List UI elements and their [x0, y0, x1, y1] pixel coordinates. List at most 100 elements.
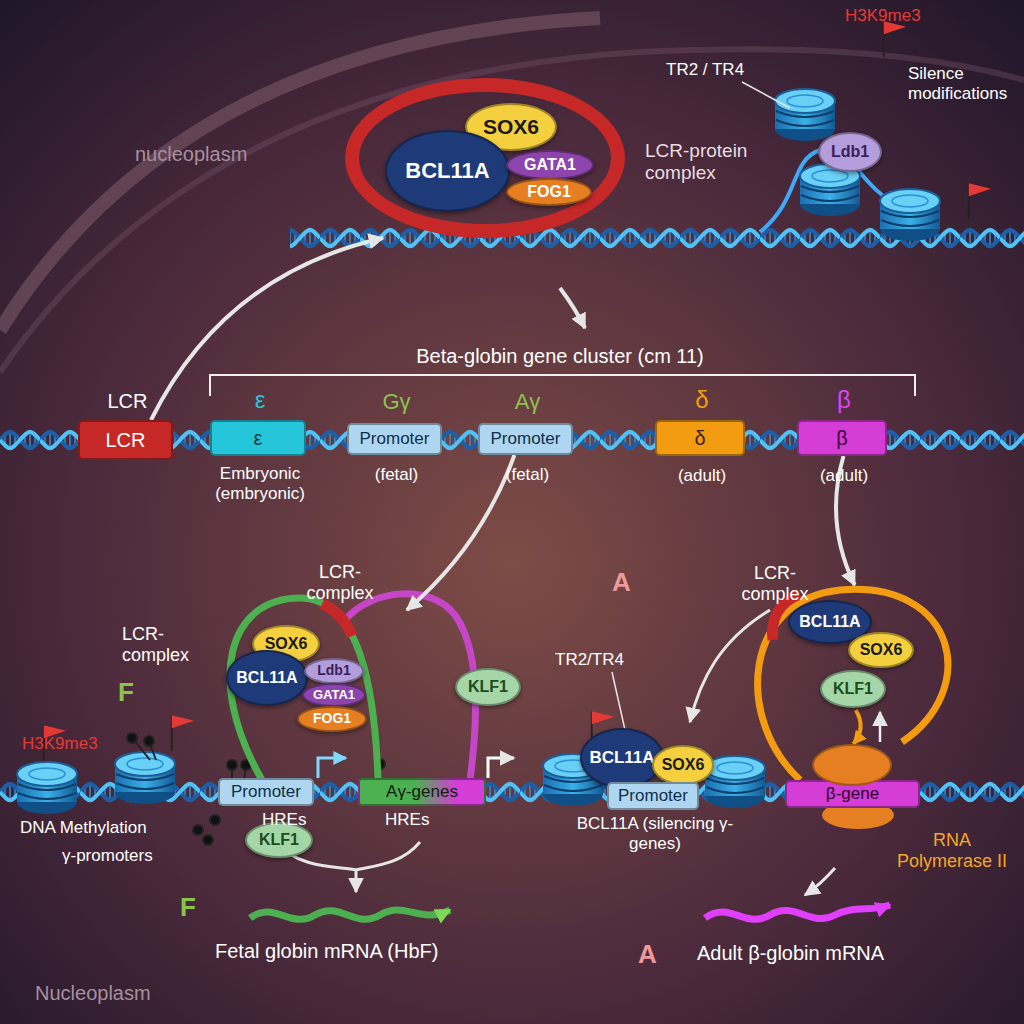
text-label: TR2/TR4 — [555, 650, 645, 670]
node-text: GATA1 — [313, 688, 355, 702]
promoter-box: Promoter — [218, 778, 314, 806]
node-text: Promoter — [231, 783, 301, 802]
flow-connector — [151, 238, 383, 420]
nucleosome — [880, 189, 940, 241]
text-label: TR2 / TR4 — [666, 60, 766, 80]
protein-oval: BCL11A — [226, 650, 308, 706]
text-label: BCL11A (silencing γ-genes) — [575, 814, 735, 853]
text-label: Adult β-globin mRNA — [697, 942, 937, 965]
protein-oval: Ldb1 — [304, 658, 364, 684]
protein-oval: FOG1 — [506, 178, 592, 206]
complex-ring: LCR-protein complexSOX6BCL11AGATA1FOG1LC… — [345, 78, 625, 238]
transcription-start — [318, 758, 346, 778]
node-text: Promoter — [491, 430, 561, 449]
node-text: RNA Polymerase II — [892, 830, 1012, 871]
node-text: δ — [694, 427, 705, 449]
node-text: Embryonic (embryonic) — [192, 464, 328, 503]
text-label: H3K9me3 — [22, 734, 122, 754]
node-text: δ — [657, 386, 747, 414]
flow-connector — [853, 710, 860, 744]
flow-arrow — [560, 288, 585, 328]
text-label: F — [118, 678, 148, 708]
text-label: F — [180, 893, 210, 923]
node-text: Promoter — [618, 787, 688, 806]
node-text: Promoter — [360, 430, 430, 449]
node-text: SOX6 — [483, 115, 539, 138]
node-text: β — [836, 427, 848, 449]
node-text: LCR-protein complex — [645, 140, 775, 184]
promoter-box: AγPromoter(fetal) — [478, 423, 573, 455]
node-text: LCR — [105, 429, 145, 451]
flow-arrow — [879, 712, 882, 742]
text-label: Nucleoplasm — [35, 982, 195, 1005]
nucleosome — [17, 762, 77, 814]
protein-oval: SOX6 — [848, 632, 914, 668]
text-label: DNA Methylation — [20, 818, 170, 838]
text-label: Beta-globin gene cluster (cm 11) — [360, 345, 760, 368]
node-text: BCL11A — [405, 159, 489, 183]
node-text: Ldb1 — [831, 143, 869, 161]
text-label: Fetal globin mRNA (HbF) — [215, 940, 475, 963]
node-text: SOX6 — [662, 756, 705, 774]
flow-arrow — [805, 868, 835, 895]
protein-oval: GATA1 — [302, 683, 366, 707]
protein-oval: KLF1 — [455, 668, 521, 706]
nuclear-envelope — [0, 49, 1024, 372]
node-text: LCR — [80, 390, 175, 413]
node-text: β-gene — [826, 785, 879, 804]
histone-mark-flag — [969, 183, 991, 218]
text-label: A — [612, 568, 642, 598]
node-text: ε — [254, 427, 263, 449]
nucleosome — [705, 756, 765, 808]
nucleosome — [115, 752, 175, 804]
text-label: A — [638, 940, 668, 970]
gene-box: δδ(adult) — [655, 420, 745, 456]
node-text: Aγ — [480, 389, 575, 414]
node-text: Gγ — [349, 389, 444, 414]
text-label: Silence modifications — [908, 64, 1018, 103]
protein-oval: BCL11A — [385, 130, 510, 212]
node-text: β — [799, 386, 889, 414]
gene-box: Aγ-genes — [358, 778, 486, 806]
node-text: SOX6 — [860, 641, 903, 659]
text-label: HREs — [385, 810, 445, 830]
protein-oval: SOX6 — [652, 745, 714, 785]
text-label: HREs — [262, 810, 322, 830]
text-label: H3K9me3 — [845, 6, 945, 26]
node-text: ε — [212, 386, 308, 414]
node-text: BCL11A — [236, 669, 297, 687]
node-text: FOG1 — [313, 711, 351, 726]
text-label: LCR- complex — [122, 624, 202, 665]
histone-mark-flag — [884, 21, 906, 56]
protein-oval: Ldb1 — [818, 132, 882, 172]
mrna-wave — [705, 905, 890, 919]
node-text: LCR- complex — [295, 562, 385, 603]
node-text: KLF1 — [259, 831, 299, 849]
text-label: nucleoplasm — [135, 143, 295, 166]
protein-oval: BCL11A — [580, 728, 664, 788]
node-text: FOG1 — [527, 183, 571, 201]
mrna-wave — [250, 910, 450, 919]
dna-loop-frame: LCR- complexBCL11ASOX6KLF1 — [760, 585, 960, 710]
promoter-box: GγPromoter(fetal) — [347, 423, 442, 455]
gene-box: εεEmbryonic (embryonic) — [210, 420, 306, 456]
lcr-segment — [322, 604, 352, 636]
node-text: KLF1 — [833, 680, 873, 698]
node-text: KLF1 — [468, 678, 508, 696]
node-text: BCL11A — [799, 613, 860, 631]
protein-oval: KLF1 — [820, 670, 886, 708]
node-text: Aγ-genes — [386, 783, 458, 802]
transcription-start — [488, 758, 514, 778]
leader-line — [742, 82, 790, 108]
leader-arrow — [690, 610, 770, 722]
node-text: GATA1 — [524, 156, 576, 174]
nucleosome — [775, 89, 835, 141]
gene-box: ββ(adult) — [797, 420, 887, 456]
leader-line — [612, 672, 625, 730]
cluster-bracket — [210, 375, 915, 396]
protein-oval: GATA1 — [506, 150, 594, 180]
lcr-box: LCRLCR — [78, 420, 173, 460]
protein-oval: FOG1 — [297, 706, 367, 732]
flow-connector — [407, 455, 515, 610]
